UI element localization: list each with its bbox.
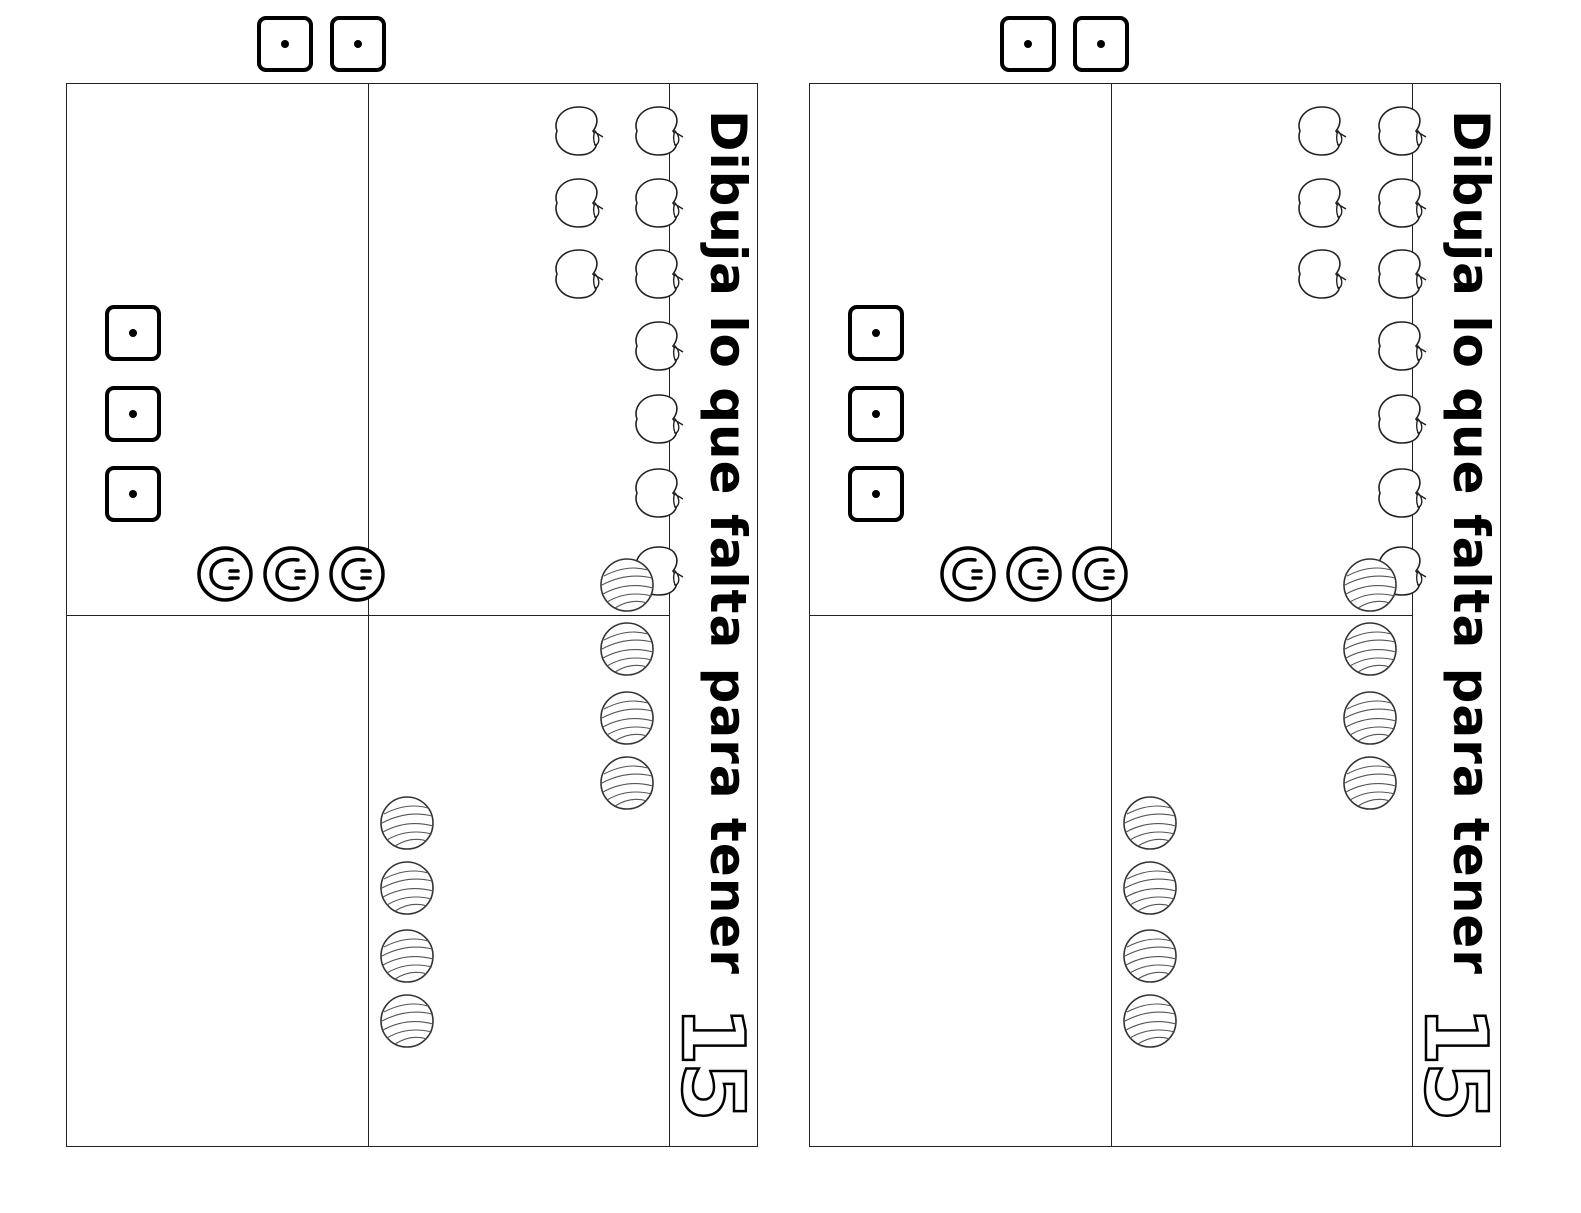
worksheet-left: Dibuja lo que falta para tener 15: [66, 16, 764, 1148]
apple-icon: [627, 175, 687, 235]
striped-ball-icon: [598, 689, 656, 751]
divider: [810, 615, 1412, 616]
target-number: 15: [1404, 1005, 1507, 1119]
die-one-icon: [104, 465, 162, 527]
coin-icon: [262, 545, 320, 607]
apple-icon: [1370, 391, 1430, 451]
striped-ball-icon: [1341, 556, 1399, 618]
apple-icon: [1370, 465, 1430, 525]
apple-icon: [1370, 175, 1430, 235]
coin-icon: [1005, 545, 1063, 607]
coin-icon: [196, 545, 254, 607]
striped-ball-icon: [1121, 992, 1179, 1054]
apple-icon: [1290, 246, 1350, 306]
striped-ball-icon: [378, 859, 436, 921]
striped-ball-icon: [1341, 689, 1399, 751]
die-one-icon: [104, 304, 162, 366]
striped-ball-icon: [598, 620, 656, 682]
coin-icon: [328, 545, 386, 607]
striped-ball-icon: [1341, 754, 1399, 816]
apple-icon: [627, 465, 687, 525]
instruction-title: Dibuja lo que falta para tener: [1442, 110, 1500, 975]
die-one-icon: [847, 385, 905, 447]
apple-icon: [627, 318, 687, 378]
apple-icon: [1290, 175, 1350, 235]
striped-ball-icon: [1121, 927, 1179, 989]
striped-ball-icon: [598, 556, 656, 618]
apple-icon: [627, 246, 687, 306]
die-one-icon: [999, 15, 1057, 77]
apple-icon: [627, 103, 687, 163]
apple-icon: [1370, 318, 1430, 378]
divider: [67, 615, 669, 616]
title-strip: Dibuja lo que falta para tener 15: [1404, 84, 1507, 1148]
apple-icon: [547, 175, 607, 235]
die-one-icon: [847, 465, 905, 527]
apple-icon: [1370, 103, 1430, 163]
striped-ball-icon: [598, 754, 656, 816]
coin-icon: [1071, 545, 1129, 607]
die-one-icon: [104, 385, 162, 447]
divider: [1412, 84, 1413, 1146]
striped-ball-icon: [378, 927, 436, 989]
striped-ball-icon: [1341, 620, 1399, 682]
apple-icon: [547, 103, 607, 163]
die-one-icon: [256, 15, 314, 77]
coin-icon: [939, 545, 997, 607]
striped-ball-icon: [378, 992, 436, 1054]
apple-icon: [547, 246, 607, 306]
target-number: 15: [661, 1005, 764, 1119]
instruction-title: Dibuja lo que falta para tener: [699, 110, 757, 975]
apple-icon: [627, 391, 687, 451]
striped-ball-icon: [378, 794, 436, 856]
title-strip: Dibuja lo que falta para tener 15: [661, 84, 764, 1148]
die-one-icon: [847, 304, 905, 366]
apple-icon: [1370, 246, 1430, 306]
striped-ball-icon: [1121, 794, 1179, 856]
divider: [669, 84, 670, 1146]
die-one-icon: [329, 15, 387, 77]
striped-ball-icon: [1121, 859, 1179, 921]
apple-icon: [1290, 103, 1350, 163]
worksheet-right: Dibuja lo que falta para tener 15: [809, 16, 1507, 1148]
die-one-icon: [1072, 15, 1130, 77]
